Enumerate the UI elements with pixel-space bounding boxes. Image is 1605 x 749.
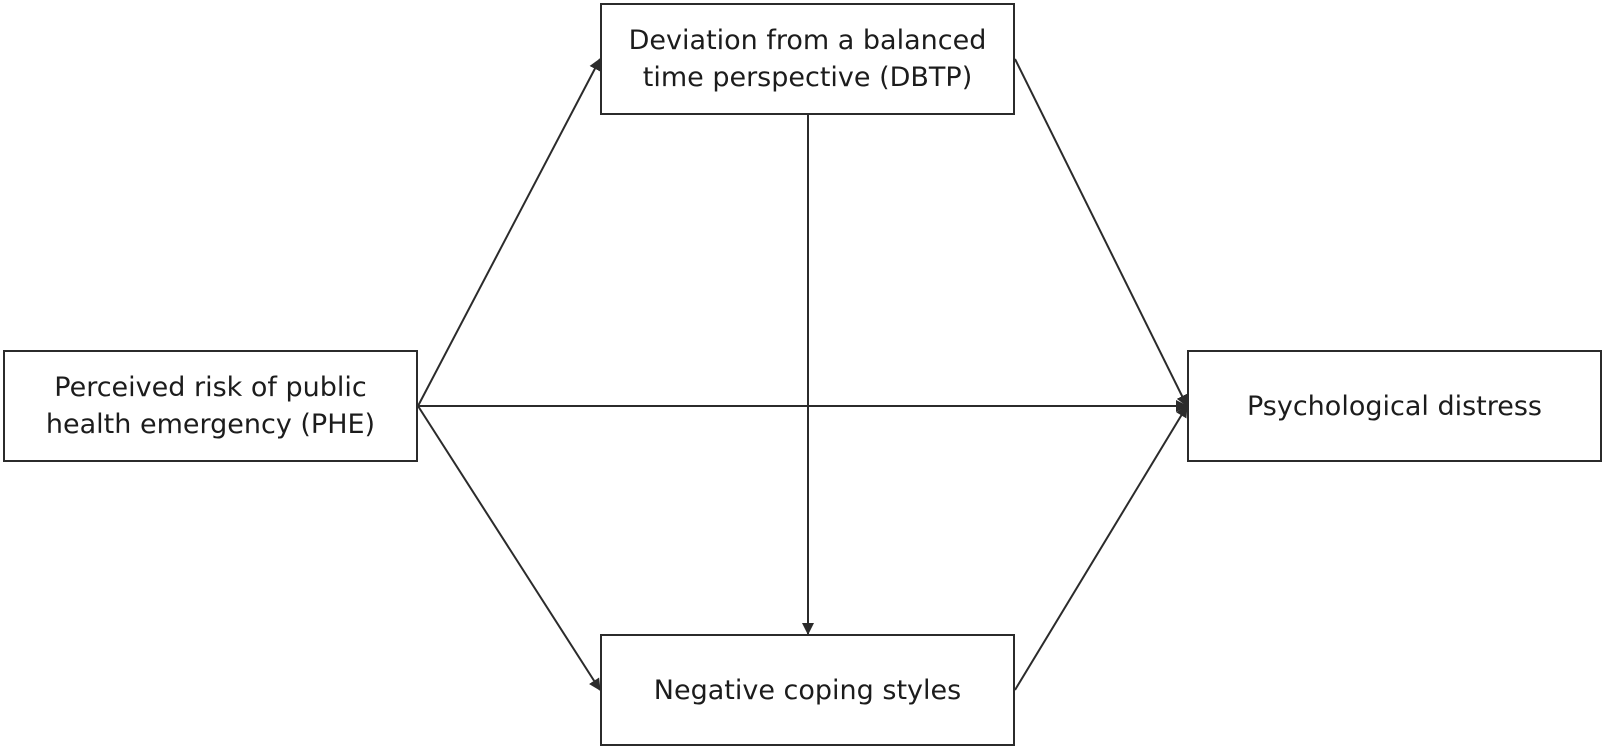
node-negative-coping-styles: Negative coping styles — [600, 634, 1015, 746]
node-label: Psychological distress — [1246, 390, 1542, 422]
node-perceived-risk-phe: Perceived risk of public health emergenc… — [3, 350, 418, 462]
arrow-ncs-to-pd — [1014, 405, 1188, 691]
node-deviation-balanced-time-perspective: Deviation from a balanced time perspecti… — [600, 3, 1015, 115]
arrow-phe-to-ncs — [417, 405, 601, 691]
node-psychological-distress: Psychological distress — [1187, 350, 1602, 462]
arrow-dbtp-to-pd — [1014, 58, 1188, 407]
arrow-phe-to-dbtp — [417, 58, 601, 407]
node-label: Deviation from a balanced time perspecti… — [628, 25, 987, 93]
node-label: Perceived risk of public health emergenc… — [45, 372, 376, 440]
node-label: Negative coping styles — [653, 674, 962, 706]
